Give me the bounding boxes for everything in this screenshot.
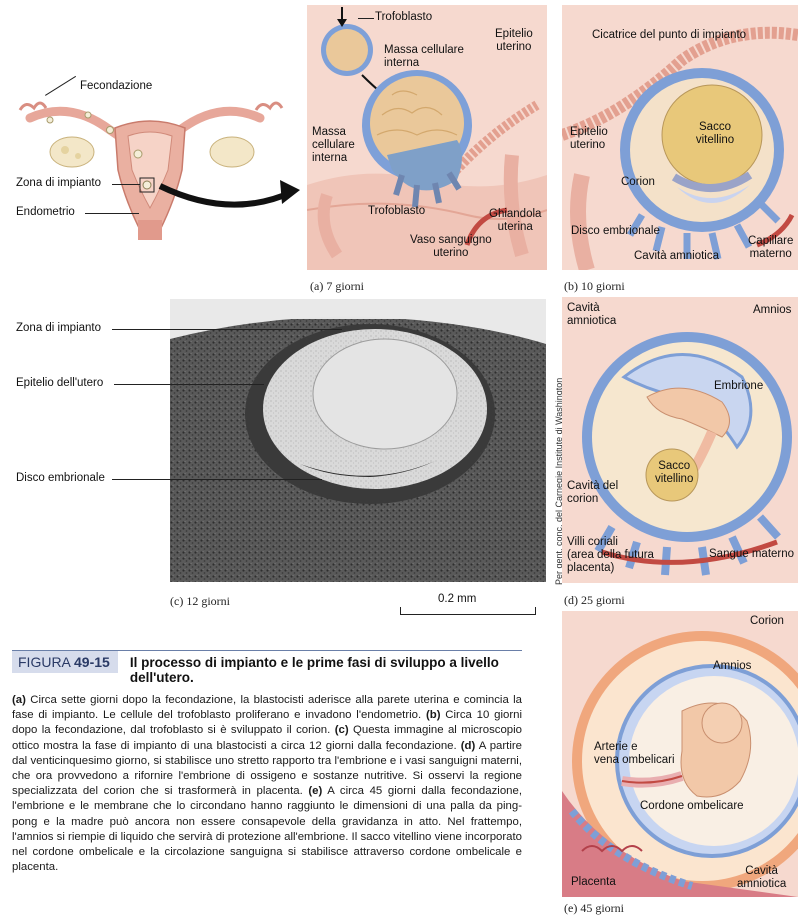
caption-e: (e) 45 giorni <box>564 901 624 915</box>
label-line: Cavità del <box>567 480 618 493</box>
tag-a: (a) <box>12 694 26 706</box>
tag-e: (e) <box>308 785 322 797</box>
tag-c: (c) <box>335 724 349 736</box>
label-line: amniotica <box>737 878 786 891</box>
label-line: Capillare <box>748 235 793 248</box>
label-line: (area della futura <box>567 549 654 562</box>
label-capillare-materno: Capillare materno <box>748 235 793 261</box>
label-epitelio-uterino-a: Epitelio uterino <box>495 28 533 54</box>
leader-line <box>114 384 264 385</box>
label-line: Ghiandola <box>489 208 541 221</box>
label-line: Sacco <box>655 460 693 473</box>
label-sacco-vitellino-d: Sacco vitellino <box>655 460 693 486</box>
scale-bar <box>400 607 536 615</box>
label-zona-impianto: Zona di impianto <box>16 177 101 190</box>
caption-c: (c) 12 giorni <box>170 594 230 609</box>
label-cordone-ombelicare: Cordone ombelicare <box>640 800 744 813</box>
label-line: Epitelio <box>495 28 533 41</box>
panel-c-micrograph <box>170 299 546 582</box>
label-endometrio: Endometrio <box>16 206 75 219</box>
label-line: amniotica <box>567 315 616 328</box>
label-cavita-corion: Cavità del corion <box>567 480 618 506</box>
label-epitelio-uterino-b: Epitelio uterino <box>570 126 608 152</box>
tag-d: (d) <box>461 740 476 752</box>
label-arterie-vena: Arterie e vena ombelicari <box>594 741 675 767</box>
figure-body-text: (a) Circa sette giorni dopo la fecondazi… <box>12 693 522 875</box>
label-line: Cavità <box>737 865 786 878</box>
label-corion-e: Corion <box>750 615 784 628</box>
label-line: cellulare <box>312 139 355 152</box>
label-cavita-amniotica-e: Cavità amniotica <box>737 865 786 891</box>
label-ghiandola: Ghiandola uterina <box>489 208 541 234</box>
figure-number-tag: FIGURA 49-15 <box>12 651 118 673</box>
label-massa-left: Massa cellulare interna <box>312 126 355 165</box>
leader-line <box>112 184 140 185</box>
label-line: interna <box>312 152 355 165</box>
label-amnios-d: Amnios <box>753 304 791 317</box>
figure-label: FIGURA <box>18 654 70 670</box>
label-line: vitellino <box>690 134 740 147</box>
label-line: uterino <box>495 41 533 54</box>
leader-line <box>358 18 374 19</box>
label-line: uterino <box>410 247 492 260</box>
label-line: interna <box>384 57 464 70</box>
label-disco-embrionale-b: Disco embrionale <box>571 225 660 238</box>
label-fecondazione: Fecondazione <box>80 80 152 93</box>
label-cicatrice: Cicatrice del punto di impianto <box>592 29 746 42</box>
label-line: uterino <box>570 139 608 152</box>
figure-caption: FIGURA 49-15 Il processo di impianto e l… <box>12 650 522 875</box>
label-corion-b: Corion <box>621 176 655 189</box>
label-zona-impianto-c: Zona di impianto <box>16 322 101 335</box>
label-cavita-amniotica-d: Cavità amniotica <box>567 302 616 328</box>
label-villi-coriali: Villi coriali (area della futura placent… <box>567 536 654 575</box>
label-line: Cavità <box>567 302 616 315</box>
label-line: Massa cellulare <box>384 44 464 57</box>
label-sangue-materno: Sangue materno <box>709 548 794 561</box>
label-line: Massa <box>312 126 355 139</box>
label-line: Vaso sanguigno <box>410 234 492 247</box>
label-sacco-vitellino-b: Sacco vitellino <box>690 121 740 147</box>
label-line: Arterie e <box>594 741 675 754</box>
label-line: placenta) <box>567 562 654 575</box>
label-epitelio-utero: Epitelio dell'utero <box>16 377 103 390</box>
tag-b: (b) <box>426 709 441 721</box>
figure-title: Il processo di impianto e le prime fasi … <box>118 651 522 685</box>
leader-line <box>112 479 322 480</box>
label-embrione: Embrione <box>714 380 763 393</box>
label-placenta: Placenta <box>571 876 616 889</box>
label-cavita-amniotica-b: Cavità amniotica <box>634 250 719 263</box>
label-vaso-sanguigno: Vaso sanguigno uterino <box>410 234 492 260</box>
text-e: A circa 45 giorni dalla fecondazione, l'… <box>12 785 522 873</box>
leader-line <box>85 213 139 214</box>
caption-a: (a) 7 giorni <box>310 279 364 294</box>
label-line: uterina <box>489 221 541 234</box>
leader-line <box>112 329 342 330</box>
figure-number: 49-15 <box>74 654 110 670</box>
label-line: corion <box>567 493 618 506</box>
label-line: Sacco <box>690 121 740 134</box>
label-trofoblasto-top: Trofoblasto <box>375 11 432 24</box>
caption-d: (d) 25 giorni <box>564 593 625 608</box>
label-line: vena ombelicari <box>594 754 675 767</box>
label-massa-top: Massa cellulare interna <box>384 44 464 70</box>
label-line: Villi coriali <box>567 536 654 549</box>
figure-header: FIGURA 49-15 Il processo di impianto e l… <box>12 650 522 685</box>
scale-label: 0.2 mm <box>438 593 476 606</box>
label-amnios-e: Amnios <box>713 660 751 673</box>
label-line: materno <box>748 248 793 261</box>
label-disco-embrionale-c: Disco embrionale <box>16 472 105 485</box>
label-line: Epitelio <box>570 126 608 139</box>
caption-b: (b) 10 giorni <box>564 279 625 294</box>
label-trofoblasto-bottom: Trofoblasto <box>368 205 425 218</box>
label-line: vitellino <box>655 473 693 486</box>
